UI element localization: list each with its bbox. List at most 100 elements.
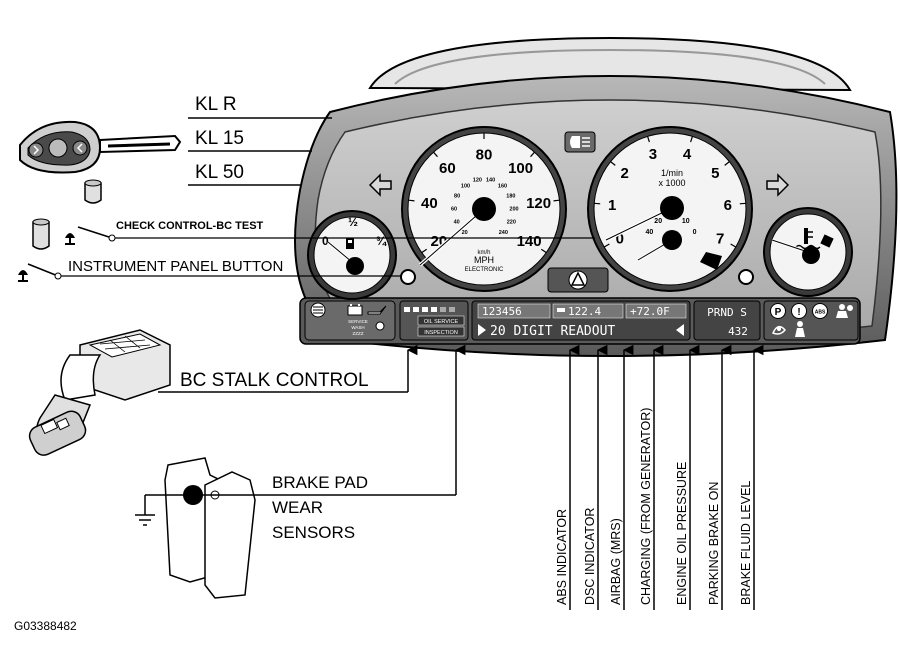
coolant-gauge xyxy=(763,207,853,297)
main-display: 123456 122.4 +72.0F 20 DIGIT READOUT xyxy=(471,300,691,341)
temperature-readout: +72.0F xyxy=(630,305,670,318)
bc-stalk-label: BC STALK CONTROL xyxy=(180,370,369,391)
figure-id: G03388482 xyxy=(14,619,77,633)
left-panel-line-2: WASH xyxy=(351,325,364,330)
speed-mph-tick: 120 xyxy=(526,195,551,212)
speed-mph-tick: 60 xyxy=(439,160,456,177)
instrument-panel-button: INSTRUMENT PANEL BUTTON xyxy=(18,218,402,282)
tach-tick: 7 xyxy=(716,230,724,247)
dial-tick xyxy=(421,248,428,254)
cluster-visor xyxy=(368,36,852,92)
indicator-label: DSC INDICATOR xyxy=(583,508,597,605)
speed-kmh-tick: 40 xyxy=(454,219,460,225)
center-warning-icon xyxy=(547,267,609,293)
speed-kmh-tick: 100 xyxy=(461,183,470,189)
turn-left-icon xyxy=(368,173,392,197)
terminal-kl-50: KL 50 xyxy=(195,162,244,183)
stalk-button xyxy=(40,418,59,435)
odometer-readout: 123456 xyxy=(482,305,522,318)
readout-left-arrow xyxy=(478,324,486,336)
speed-mph-tick: 140 xyxy=(517,233,542,250)
dial-tick xyxy=(724,161,730,166)
gear-number: 432 xyxy=(728,325,748,338)
speed-mph-tick: 40 xyxy=(421,195,438,212)
dial-tick xyxy=(739,202,746,205)
ground-icon xyxy=(135,514,155,526)
gear-display: PRND S 432 xyxy=(693,300,761,341)
check-control-contact-icon xyxy=(65,233,75,245)
brake-warning-symbol: ! xyxy=(797,307,800,318)
dial-tick xyxy=(433,151,438,158)
key-fob xyxy=(19,120,182,174)
left-indicator-dot xyxy=(400,269,416,285)
dial-tick xyxy=(530,151,535,158)
dial-tick xyxy=(730,243,737,248)
bc-stalk-control: BC STALK CONTROL xyxy=(28,329,418,456)
speed-kmh-tick: 140 xyxy=(486,178,495,184)
speed-kmh-tick: 160 xyxy=(498,183,507,189)
tach-tick: 2 xyxy=(621,165,629,182)
brake-pad-label-1: BRAKE PAD xyxy=(272,473,368,492)
tachometer-scale: x 1000 xyxy=(658,178,685,188)
speed-kmh-tick: 220 xyxy=(507,219,516,225)
abs-symbol: ABS xyxy=(815,310,826,316)
left-panel-line-1: SERVICE xyxy=(348,319,368,324)
dial-tick xyxy=(610,161,616,166)
tach-tick: 5 xyxy=(711,165,719,182)
digit-readout: 20 DIGIT READOUT xyxy=(490,324,615,339)
tach-tick: 3 xyxy=(649,146,657,163)
instrument-panel-label: INSTRUMENT PANEL BUTTON xyxy=(68,258,283,275)
trip-readout: 122.4 xyxy=(568,305,601,318)
indicator-label: ABS INDICATOR xyxy=(555,509,569,605)
dial-tick xyxy=(553,199,560,202)
terminal-kl-15: KL 15 xyxy=(195,128,244,149)
oil-service-label: OIL SERVICE xyxy=(424,319,459,325)
readout-right-arrow xyxy=(676,324,684,336)
indicator-label: AIRBAG (MRS) xyxy=(609,518,623,605)
dial-tick xyxy=(408,199,415,202)
speed-kmh-tick: 20 xyxy=(462,230,468,236)
indicator-label: BRAKE FLUID LEVEL xyxy=(739,481,753,605)
fuel-half-label: ½ xyxy=(348,215,358,229)
dial-tick xyxy=(540,248,547,254)
brake-pad-sensors: BRAKE PAD WEAR SENSORS xyxy=(135,344,466,599)
battery-icon xyxy=(347,304,363,316)
left-panel-line-3: ZZZZ xyxy=(353,331,364,336)
tach-tick: 1 xyxy=(608,197,616,214)
tach-tick: 0 xyxy=(616,230,624,247)
seatbelt-icon xyxy=(795,321,805,337)
terminal-kl-r: KL R xyxy=(195,94,237,115)
left-panel-dot xyxy=(375,321,385,331)
tach-tick: 4 xyxy=(683,146,692,163)
warning-lamps-panel: P ! ABS xyxy=(763,300,859,341)
brake-pad-right xyxy=(204,471,256,599)
tachometer-econ-band xyxy=(700,252,722,270)
high-beam-icon xyxy=(564,131,596,153)
display-left-panel: SERVICE WASH ZZZZ xyxy=(304,300,396,341)
service-interval-bars xyxy=(404,307,455,312)
coolant-hot-mark xyxy=(820,234,834,248)
speedometer-unit-small: km/h xyxy=(477,250,490,256)
parking-brake-symbol: P xyxy=(775,307,782,318)
econ-tick: 40 xyxy=(646,229,654,236)
econ-tick: 10 xyxy=(682,218,690,225)
fuel-pump-icon xyxy=(346,238,354,249)
speedometer-unit: MPH xyxy=(474,255,494,265)
speed-mph-tick: 100 xyxy=(508,160,533,177)
speed-mph-tick: 80 xyxy=(476,146,493,163)
speed-kmh-tick: 180 xyxy=(506,194,515,200)
parking-brake-icon: P xyxy=(770,303,786,319)
dsc-icon xyxy=(771,325,786,335)
key-unlock-button xyxy=(72,140,88,156)
fuel-empty-label: 0 xyxy=(322,234,329,248)
econ-tick: 20 xyxy=(654,218,662,225)
trip-icon xyxy=(557,308,565,312)
terminal-lines: KL R KL 15 KL 50 xyxy=(188,94,332,186)
dial-tick xyxy=(647,136,650,143)
service-panel: OIL SERVICE INSPECTION xyxy=(399,300,469,341)
instrument-panel-contact-icon xyxy=(18,270,28,282)
speed-kmh-tick: 200 xyxy=(509,206,518,212)
